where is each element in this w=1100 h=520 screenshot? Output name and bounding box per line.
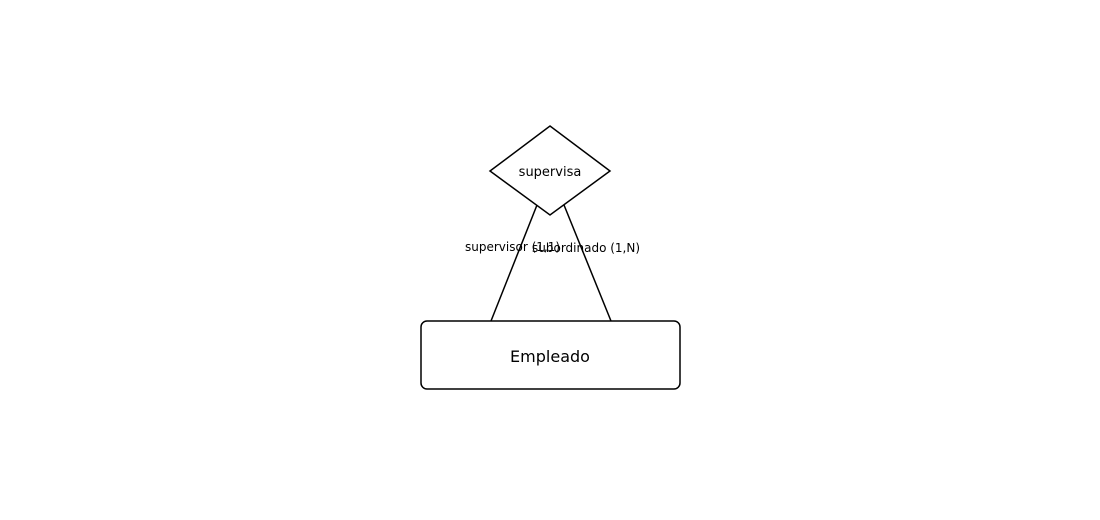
role-label-supervisor: supervisor (1,1) bbox=[465, 240, 560, 254]
entity-empleado[interactable]: Empleado bbox=[420, 320, 681, 390]
supervisor-connector bbox=[490, 204, 538, 322]
entity-box bbox=[420, 320, 681, 390]
entity-label: Empleado bbox=[510, 347, 590, 366]
role-label-subordinado: subordinado (1,N) bbox=[532, 241, 640, 255]
relationship-label: supervisa bbox=[519, 165, 582, 180]
relationship-supervisa[interactable]: supervisa bbox=[488, 125, 612, 216]
subordinado-connector bbox=[563, 204, 612, 322]
relationship-diamond bbox=[488, 125, 612, 216]
